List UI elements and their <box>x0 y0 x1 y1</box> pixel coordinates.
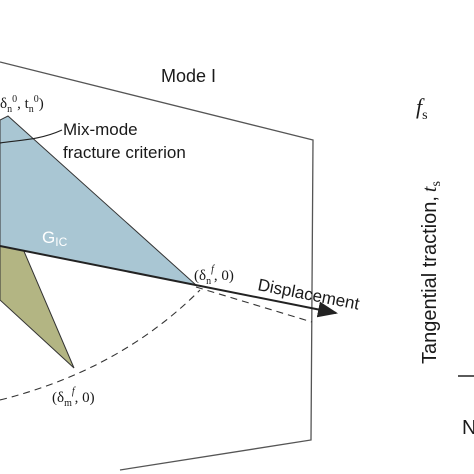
displacement-axis <box>0 245 338 318</box>
fs-label: fs <box>416 94 428 123</box>
energy-main: G <box>42 228 55 247</box>
fs-sub: s <box>422 108 427 123</box>
delta-n-f-label: (δnf, 0) <box>194 264 234 287</box>
fracture-criterion-arc <box>0 289 201 401</box>
criterion-label-line2: fracture criterion <box>63 143 186 162</box>
criterion-leader-line <box>0 129 63 144</box>
plane-title: Mode I <box>161 66 216 86</box>
cut-off-letter: N <box>462 417 474 439</box>
criterion-label-line1: Mix-mode <box>63 120 138 139</box>
plane-base-dashed <box>195 286 313 323</box>
energy-sub: IC <box>55 235 67 249</box>
delta-m-f-label: (δmf, 0) <box>52 386 95 409</box>
tangential-axis-label: Tangential traction,ts <box>419 181 444 364</box>
mode-i-plane <box>0 61 314 471</box>
mode-i-triangle <box>0 115 198 286</box>
energy-label: GIC <box>42 228 68 249</box>
peak-point-label: δn0, tn0) <box>0 94 44 115</box>
